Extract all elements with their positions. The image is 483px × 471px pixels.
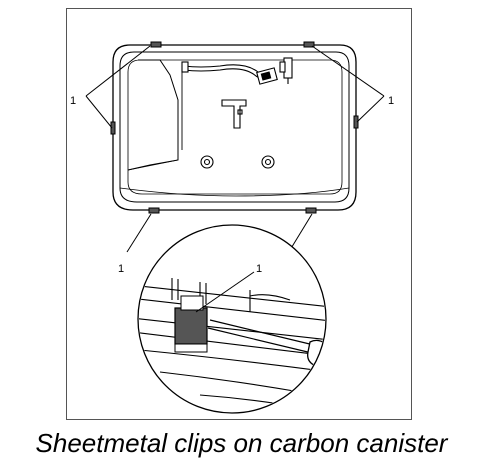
callout-detail-left: 1 bbox=[118, 263, 124, 275]
clip-right bbox=[353, 115, 359, 129]
callout-right: 1 bbox=[388, 95, 394, 107]
clip-bottom-left bbox=[148, 207, 160, 214]
detail-clip bbox=[174, 295, 208, 353]
callout-leaders-top bbox=[85, 45, 385, 129]
clip-top-left bbox=[150, 41, 162, 48]
hose-and-connector bbox=[181, 57, 293, 150]
canister-port bbox=[221, 99, 247, 129]
callout-left: 1 bbox=[70, 95, 76, 107]
canister-clips bbox=[110, 41, 359, 214]
clip-left bbox=[110, 121, 116, 135]
mounting-holes bbox=[200, 155, 275, 169]
clip-bottom-right bbox=[305, 207, 317, 214]
callout-leaders-detail bbox=[195, 271, 255, 313]
clip-top-right bbox=[303, 41, 315, 48]
detail-connector-lines bbox=[126, 213, 313, 253]
callout-labels: 1 1 1 1 bbox=[70, 95, 394, 275]
figure-caption: Sheetmetal clips on carbon canister bbox=[35, 428, 448, 458]
callout-detail-clip: 1 bbox=[256, 263, 262, 275]
detail-magnifier bbox=[137, 224, 327, 414]
